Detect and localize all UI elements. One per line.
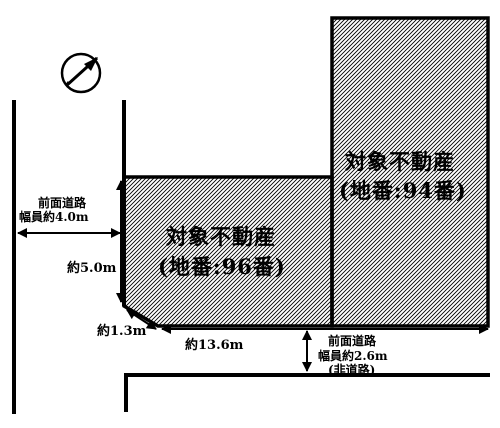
lot-96 [122,175,334,328]
road-bottom-title: 前面道路 [328,334,377,348]
lot-96-parcel: (地番:96番) [158,254,286,279]
road-bottom-note: (非道路) [328,363,376,377]
dim-frontage-label: 約5.0m [67,261,117,276]
road-left-title: 前面道路 [38,196,87,210]
lot-94-name: 対象不動産 [345,149,455,174]
dim-corner [126,309,157,330]
dim-corner-label: 約1.3m [97,324,147,339]
road-edge-bottom [124,373,490,412]
lot-94-parcel: (地番:94番) [339,178,467,203]
north-arrow-icon [60,52,102,94]
lot-96-name: 対象不動産 [166,224,276,249]
dim-depth-label: 約13.6m [185,338,244,353]
road-bottom-width: 幅員約2.6m [318,349,388,363]
road-left-width: 幅員約4.0m [19,210,89,224]
